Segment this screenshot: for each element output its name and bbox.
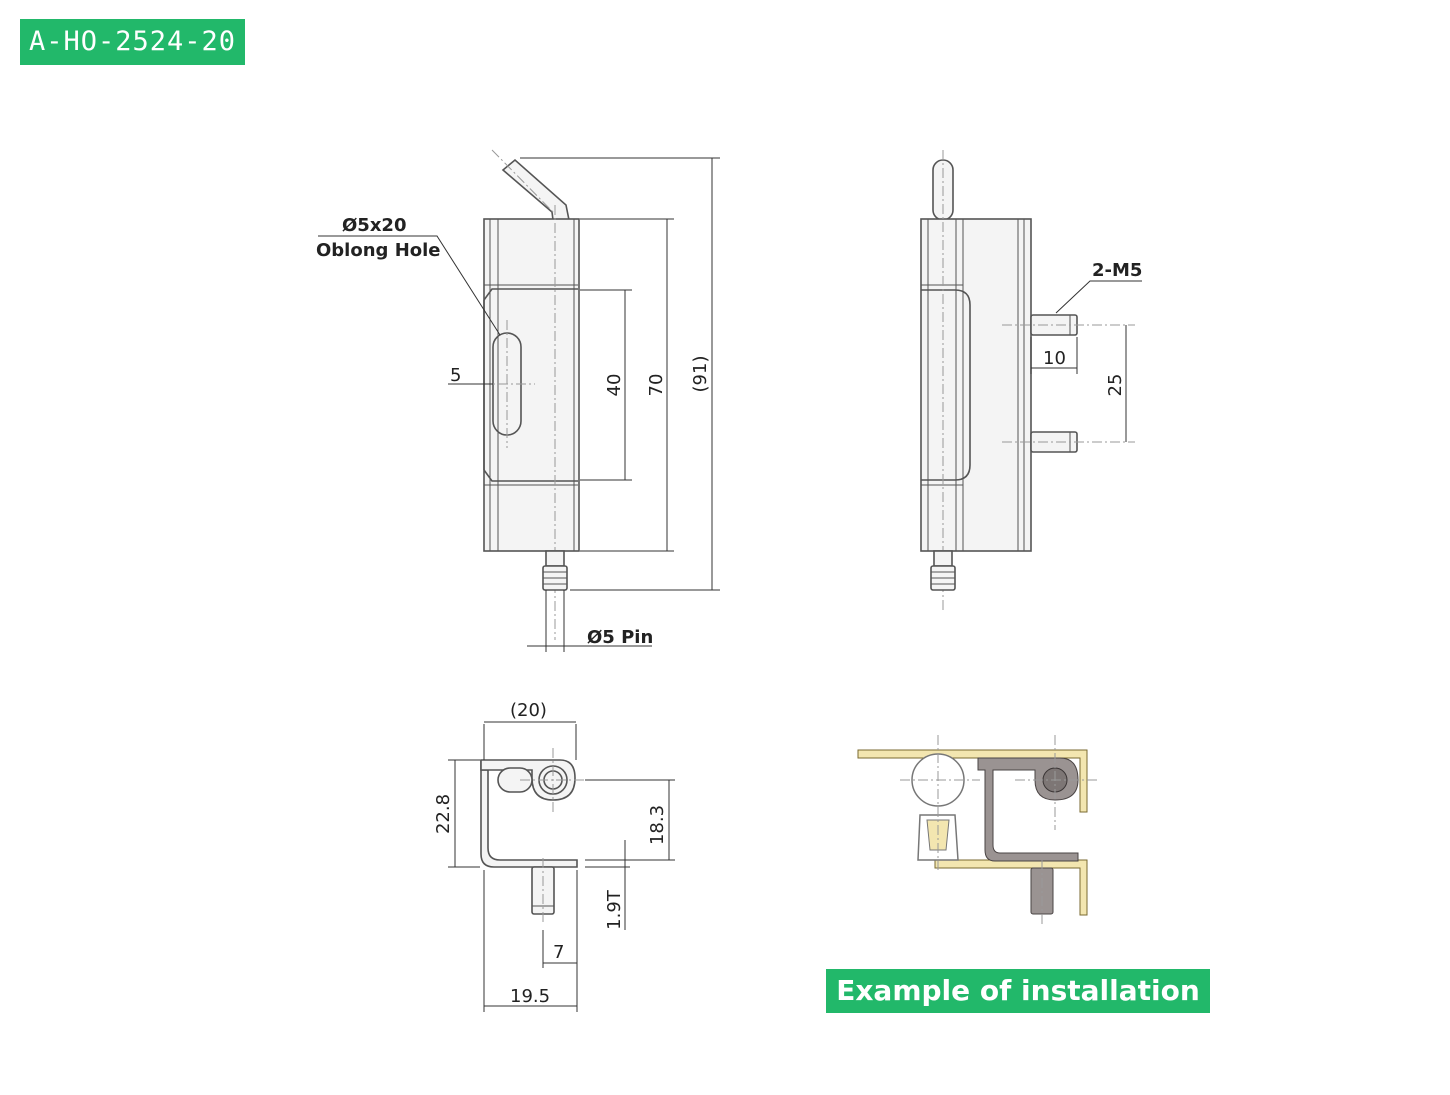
dim-25: 25 xyxy=(1105,374,1126,397)
dim-10: 10 xyxy=(1043,348,1066,369)
dim-slot-width: 5 xyxy=(450,365,461,386)
dim-18-3: 18.3 xyxy=(647,805,668,845)
bent-pin-top xyxy=(501,158,570,221)
side-view: 2-M5 10 25 xyxy=(920,150,1142,612)
frame-panel xyxy=(934,859,1088,916)
dim-20: (20) xyxy=(510,700,547,721)
hole-label-line2: Oblong Hole xyxy=(316,240,441,261)
installation-view xyxy=(857,735,1100,925)
dim-22-8: 22.8 xyxy=(433,794,454,834)
dim-70: 70 xyxy=(646,374,667,397)
model-code-badge: A-HO-2524-20 xyxy=(20,19,245,65)
dim-7: 7 xyxy=(553,942,564,963)
hinge-body-side xyxy=(920,218,1032,552)
hole-label-line1: Ø5x20 xyxy=(342,215,407,236)
thread-label: 2-M5 xyxy=(1092,260,1142,281)
installation-caption: Example of installation xyxy=(826,969,1210,1013)
dim-1-9t: 1.9T xyxy=(604,889,625,930)
hinge-body-front xyxy=(483,218,580,552)
dim-91: (91) xyxy=(690,356,711,393)
dim-19-5: 19.5 xyxy=(510,986,550,1007)
top-view: (20) 22.8 18.3 1.9T 7 19.5 xyxy=(433,700,675,1012)
hinge-section-top xyxy=(480,760,578,868)
pin-label: Ø5 Pin xyxy=(587,627,653,648)
door-panel xyxy=(857,749,1088,813)
dim-40: 40 xyxy=(604,374,625,397)
front-view: Ø5x20 Oblong Hole 5 40 70 (91) Ø5 Pin xyxy=(316,149,720,652)
